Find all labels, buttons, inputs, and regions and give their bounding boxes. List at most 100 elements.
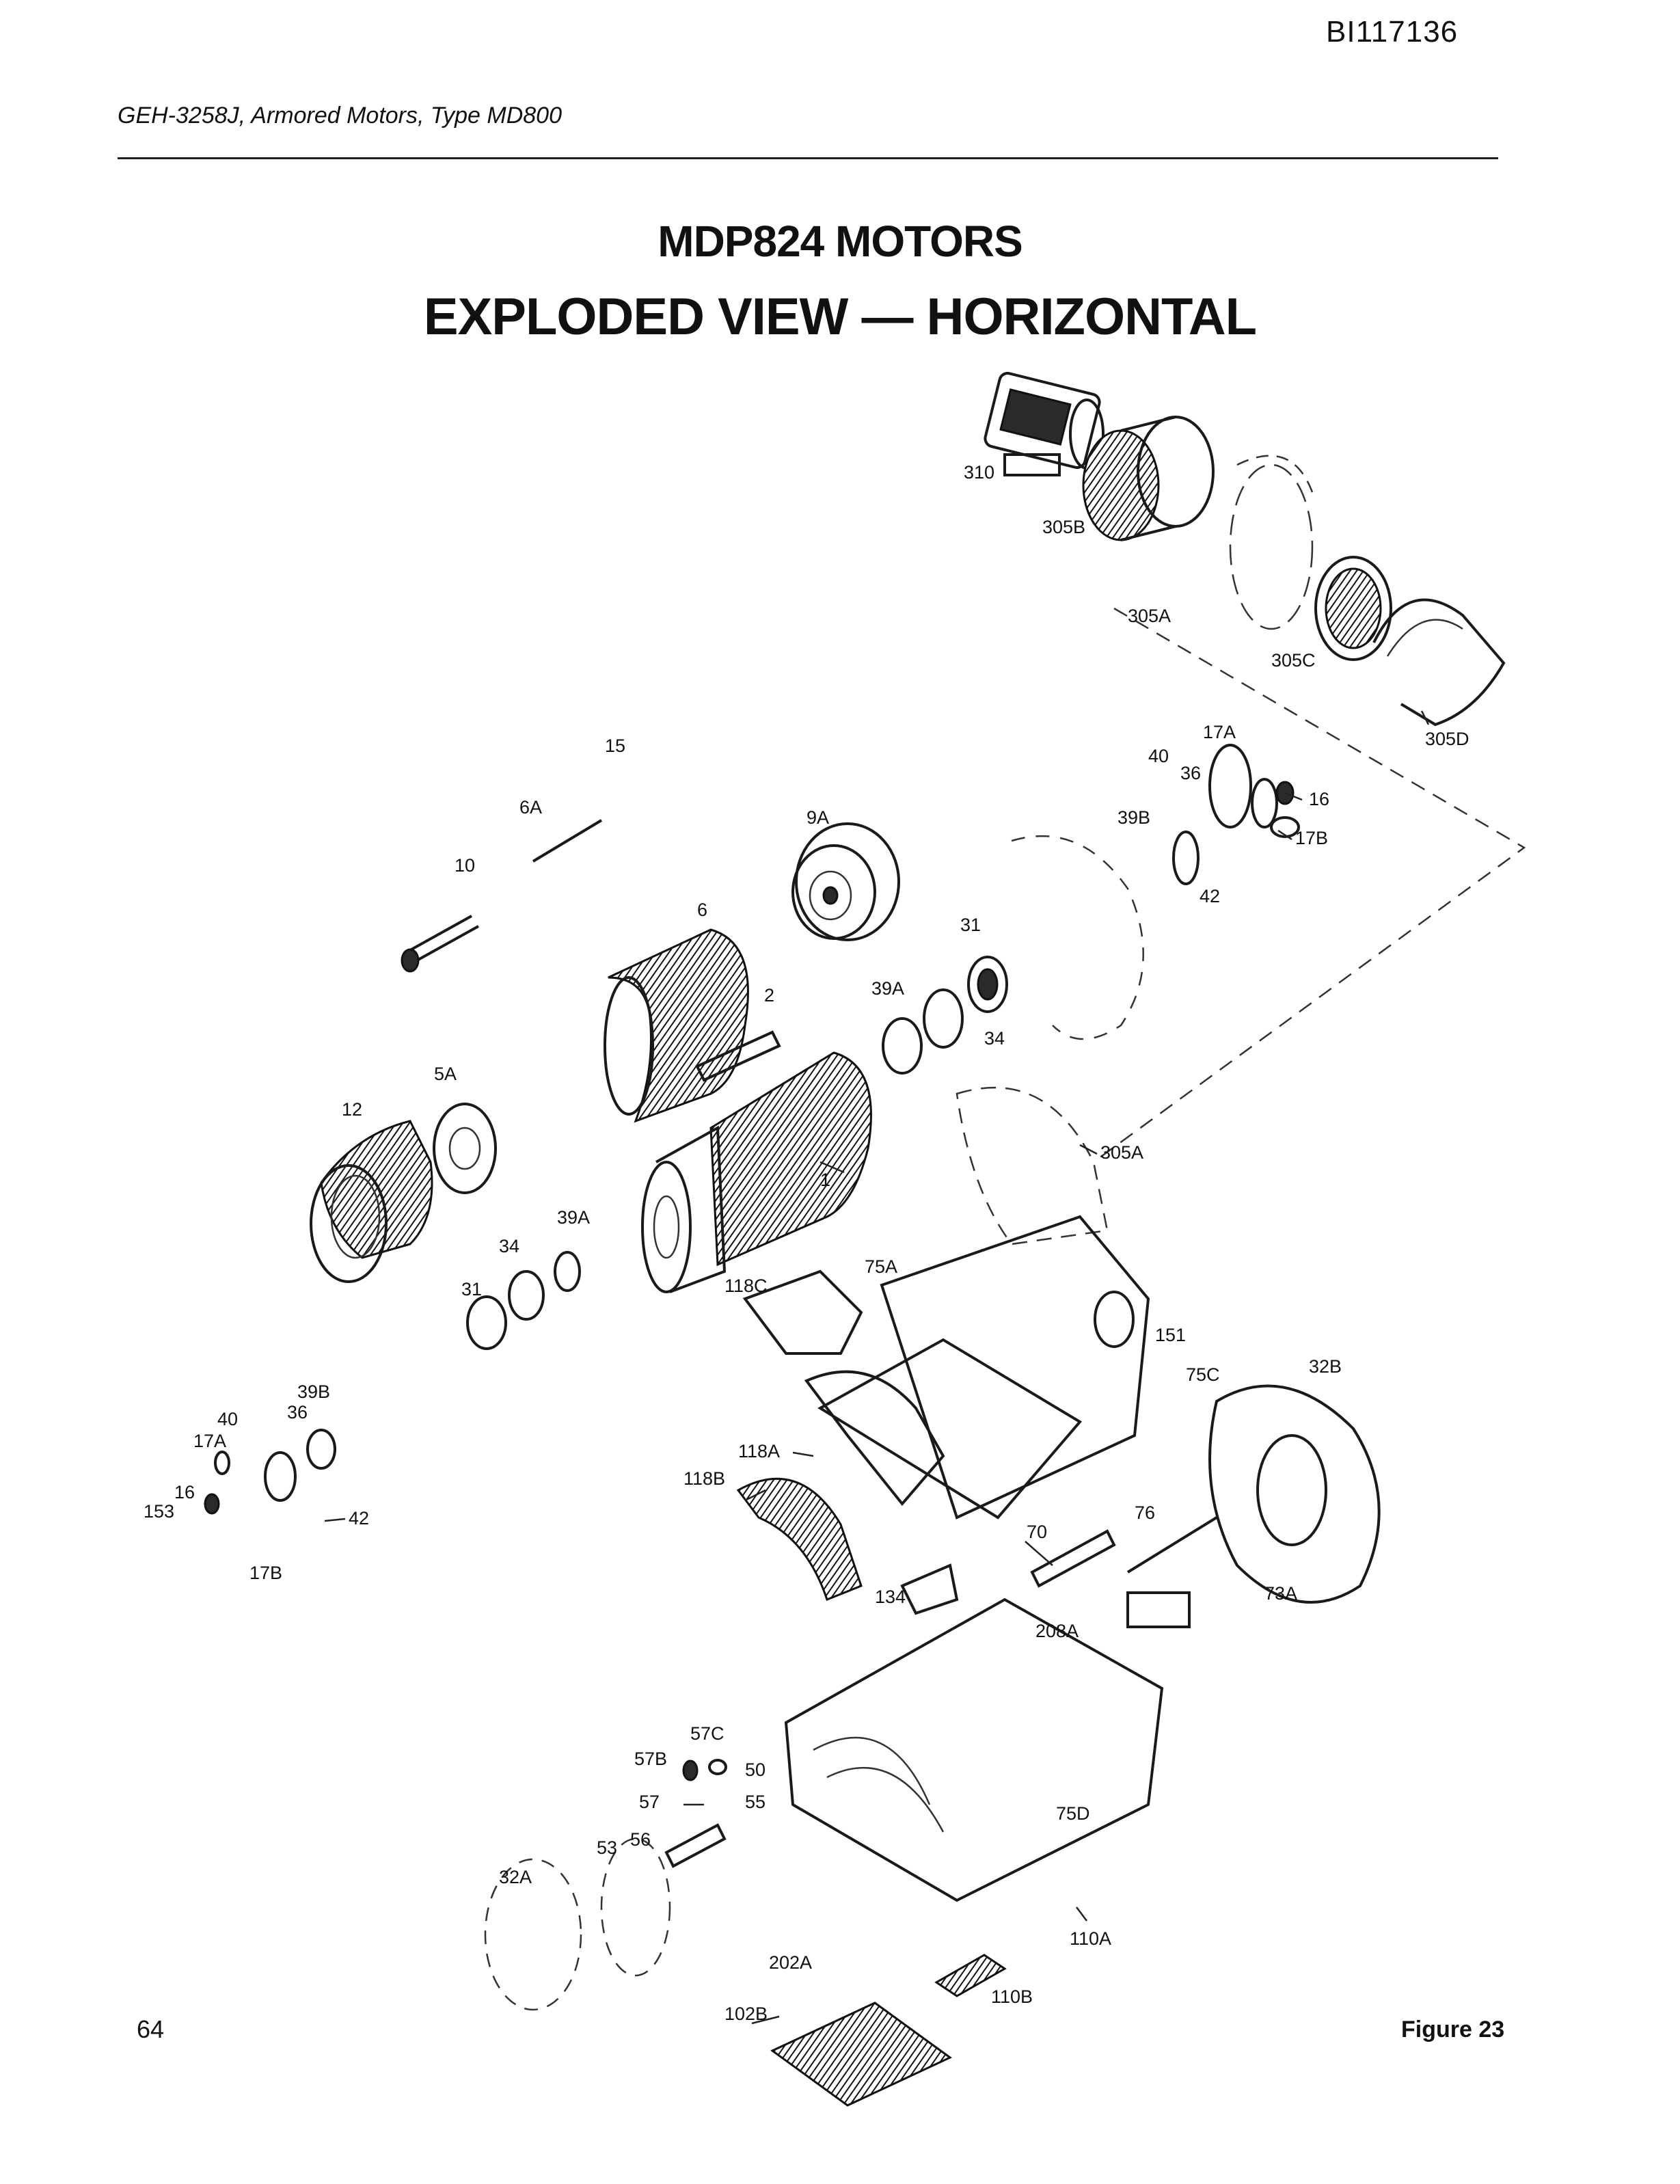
callout-70: 70 — [1027, 1522, 1047, 1542]
callout-9A: 9A — [807, 807, 829, 828]
callout-42-right: 42 — [1200, 886, 1220, 906]
terminal-bar-70 — [1030, 1529, 1116, 1588]
end-cover-12 — [310, 1120, 433, 1283]
callout-34-lower: 34 — [499, 1236, 519, 1256]
blower-wheel-305B — [1082, 416, 1215, 541]
callout-39B-left: 39B — [297, 1381, 330, 1402]
rod-76 — [1126, 1516, 1218, 1574]
small-parts-57 — [664, 1759, 727, 1868]
callout-6A: 6A — [519, 797, 542, 818]
callout-2: 2 — [764, 985, 774, 1006]
callout-12: 12 — [342, 1099, 362, 1120]
callout-57B: 57B — [634, 1749, 667, 1769]
document-id: BI117136 — [1326, 15, 1459, 49]
blower-motor-310 — [984, 372, 1105, 476]
callout-118B: 118B — [683, 1468, 725, 1489]
fan-shroud-5A — [433, 1103, 497, 1194]
callout-305D: 305D — [1425, 729, 1469, 749]
end-shield — [1011, 835, 1144, 1040]
leader-lines — [324, 710, 1430, 2025]
callout-40-left: 40 — [217, 1409, 238, 1429]
callout-10: 10 — [455, 855, 475, 876]
callout-31-upper: 31 — [960, 915, 981, 935]
callout-31-lower: 31 — [461, 1279, 482, 1299]
bearing-31-upper — [967, 956, 1008, 1013]
rear-bearing-group — [1172, 744, 1300, 885]
callout-305C: 305C — [1271, 650, 1316, 671]
callout-55: 55 — [745, 1792, 766, 1812]
motor-frame — [817, 1086, 1150, 1520]
callout-75A: 75A — [865, 1256, 897, 1277]
callout-32B: 32B — [1309, 1356, 1342, 1377]
callout-56: 56 — [630, 1829, 651, 1850]
callout-76: 76 — [1135, 1502, 1155, 1523]
left-bearing-group — [204, 1251, 581, 1515]
callout-16-left: 16 — [174, 1482, 195, 1502]
callout-57: 57 — [639, 1792, 660, 1812]
blower-housing-305A — [1229, 455, 1314, 630]
grille-102B — [770, 2001, 952, 2107]
callout-39A-lower: 39A — [557, 1207, 590, 1228]
shaft-10 — [401, 915, 479, 973]
bearing-cap-39A-upper — [882, 988, 964, 1075]
callout-42-left: 42 — [349, 1508, 369, 1528]
grille-110B — [934, 1954, 1007, 1997]
callout-17B-left: 17B — [249, 1563, 282, 1583]
fan-9A — [791, 822, 900, 941]
callout-5A: 5A — [434, 1064, 457, 1084]
plate-134 — [900, 1563, 959, 1615]
callout-53: 53 — [597, 1837, 617, 1858]
callout-39B-right: 39B — [1117, 807, 1150, 828]
screen-118B — [736, 1477, 863, 1601]
callout-57C: 57C — [690, 1723, 724, 1744]
callout-40-right: 40 — [1148, 746, 1169, 766]
assembly-guide-line — [1093, 607, 1526, 1163]
callout-118C: 118C — [724, 1276, 768, 1296]
page-title: MDP824 MOTORS — [658, 217, 1023, 266]
callout-32A: 32A — [499, 1867, 532, 1887]
document-header: GEH-3258J, Armored Motors, Type MD800 — [118, 103, 563, 129]
callout-153: 153 — [144, 1501, 174, 1522]
callout-6: 6 — [697, 900, 707, 920]
inlet-screen-305C — [1314, 556, 1392, 661]
key-2 — [695, 1030, 781, 1082]
cover-118A — [804, 1370, 945, 1507]
stator-core-6 — [604, 928, 749, 1123]
header-rule — [118, 157, 1498, 159]
callout-labels: 310 305B 305A 305C 305D 17A 40 36 16 39B… — [144, 462, 1469, 2024]
callout-15-top: 15 — [605, 736, 625, 756]
callout-17A-right: 17A — [1203, 722, 1236, 742]
rod-6A — [532, 819, 603, 863]
callout-305A-mid: 305A — [1100, 1142, 1143, 1163]
callout-1: 1 — [820, 1170, 830, 1190]
callout-134: 134 — [875, 1587, 906, 1607]
callout-110B: 110B — [991, 1986, 1033, 2007]
callout-310: 310 — [964, 462, 994, 483]
callout-305B: 305B — [1042, 517, 1085, 537]
callout-305A-top: 305A — [1128, 606, 1171, 626]
callout-36-left: 36 — [287, 1402, 308, 1423]
callout-34-upper: 34 — [984, 1028, 1005, 1049]
end-plate-32B — [1208, 1384, 1381, 1604]
page-number: 64 — [137, 2015, 165, 2043]
callout-208A: 208A — [1035, 1621, 1079, 1641]
callout-39A-upper: 39A — [871, 978, 904, 999]
end-plate-32A — [484, 1837, 671, 2011]
figure-label: Figure 23 — [1401, 2017, 1505, 2043]
callout-17A-left: 17A — [193, 1431, 226, 1451]
callout-36-right: 36 — [1180, 763, 1201, 783]
callout-75D: 75D — [1056, 1803, 1090, 1824]
terminal-block-73A — [1126, 1591, 1191, 1628]
callout-50: 50 — [745, 1760, 766, 1780]
rotor-1 — [641, 1051, 872, 1293]
inlet-hood-305D — [1372, 598, 1506, 727]
callout-17B-right: 17B — [1295, 828, 1328, 848]
callout-110A: 110A — [1070, 1928, 1111, 1949]
base-frame — [784, 1597, 1164, 1902]
page-subtitle: EXPLODED VIEW — HORIZONTAL — [423, 288, 1257, 346]
callout-151: 151 — [1155, 1325, 1186, 1345]
callout-73A: 73A — [1264, 1583, 1297, 1604]
callout-75C: 75C — [1186, 1364, 1220, 1385]
callout-202A: 202A — [769, 1952, 812, 1973]
